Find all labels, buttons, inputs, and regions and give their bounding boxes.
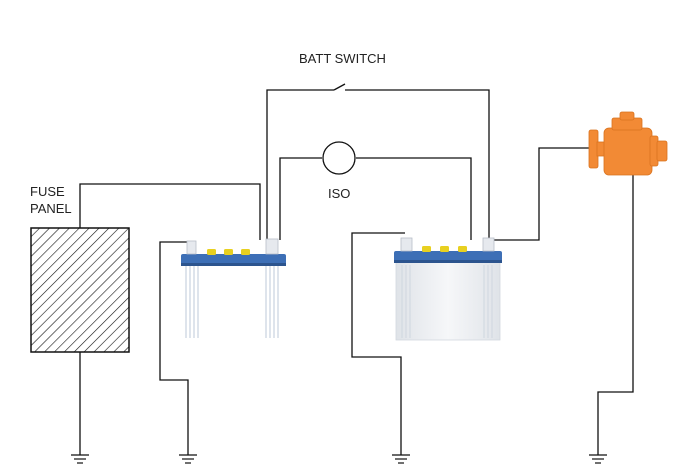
wire-iso-right	[356, 157, 472, 240]
engine-icon	[588, 111, 668, 176]
fuse-panel	[30, 227, 130, 353]
fuse-panel-label-line2: PANEL	[30, 201, 72, 216]
wire-iso-left	[279, 157, 322, 240]
battery-1	[181, 238, 286, 338]
batt-switch-contact	[333, 83, 346, 91]
iso-label: ISO	[328, 186, 350, 201]
wire-battery1-ground	[159, 241, 189, 455]
wire-battery2-ground	[351, 232, 405, 455]
ground-symbol-fuse	[71, 454, 89, 464]
wire-fuse-to-battery1	[79, 183, 261, 240]
wire-batt-switch-left	[266, 89, 334, 240]
ground-symbol-battery1	[179, 454, 197, 464]
ground-symbol-battery2	[392, 454, 410, 464]
ground-symbol-engine	[589, 454, 607, 464]
fuse-panel-label-line1: FUSE	[30, 184, 65, 199]
wire-engine-ground	[597, 175, 634, 455]
wire-batt-switch-right	[345, 89, 490, 240]
wire-battery2-to-engine	[489, 147, 595, 241]
batt-switch-label: BATT SWITCH	[299, 51, 386, 66]
battery-2	[394, 237, 502, 341]
iso-isolator-symbol	[322, 141, 356, 175]
